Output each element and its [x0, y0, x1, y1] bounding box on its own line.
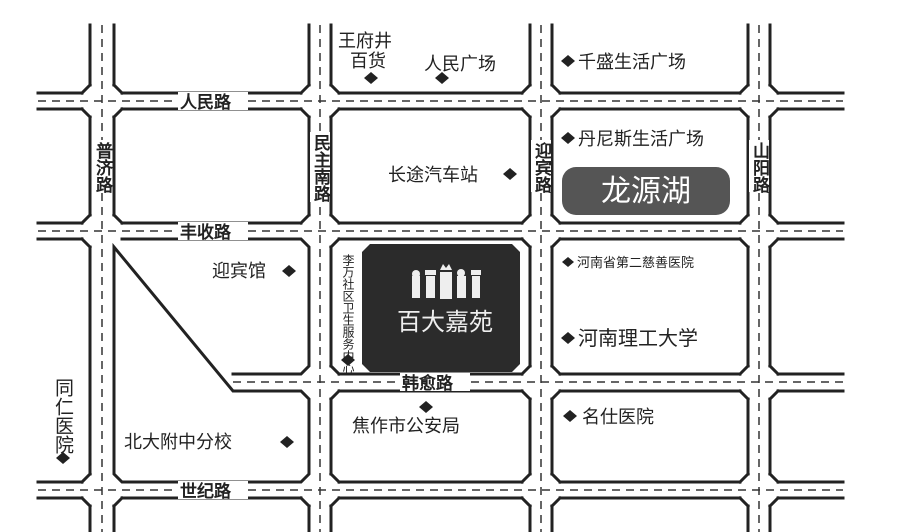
city-block — [549, 106, 751, 226]
road-label-minzhunan: 民主南路 — [310, 134, 331, 203]
road-label-hanyu: 韩愈路 — [402, 373, 454, 394]
poi-yingbin-hotel: 迎宾馆 — [212, 261, 266, 282]
diamond-marker-icon — [364, 72, 378, 84]
poi-tongren: 同仁医院 — [52, 378, 74, 454]
poi-charity-hospital: 河南省第二慈善医院 — [577, 255, 694, 271]
landmark-label: 龙源湖 — [601, 174, 691, 209]
road-label-shiji: 世纪路 — [180, 481, 232, 502]
road-label-renmin: 人民路 — [180, 92, 232, 113]
city-block — [111, 106, 312, 226]
poi-wangfujing-line2: 百货 — [350, 51, 386, 72]
poi-bus-station: 长途汽车站 — [388, 165, 478, 186]
city-block — [112, 237, 311, 484]
diamond-marker-icon — [561, 332, 575, 344]
city-block — [36, 23, 93, 96]
poi-hpu: 河南理工大学 — [578, 326, 698, 350]
diamond-marker-icon — [56, 452, 70, 464]
diamond-marker-icon — [435, 72, 449, 84]
city-block — [767, 388, 845, 485]
city-block — [111, 495, 312, 532]
diamond-marker-icon — [563, 410, 577, 422]
project-name: 百大嘉苑 — [397, 308, 493, 336]
diamond-marker-icon — [341, 354, 355, 366]
poi-wangfujing-line1: 王府井 — [338, 31, 392, 52]
poi-police: 焦作市公安局 — [352, 416, 460, 437]
road-centerlines — [38, 25, 843, 532]
road-label-puji: 普济路 — [92, 141, 113, 194]
diamond-marker-icon — [282, 265, 296, 277]
poi-mingshi: 名仕医院 — [582, 407, 654, 428]
city-block — [767, 236, 845, 377]
city-block — [767, 23, 845, 96]
poi-qiansheng: 千盛生活广场 — [578, 52, 686, 73]
poi-renmin-square: 人民广场 — [424, 54, 496, 75]
city-block — [549, 23, 751, 96]
city-block — [549, 388, 751, 485]
poi-beida-school: 北大附中分校 — [124, 432, 232, 453]
city-block — [767, 495, 845, 532]
diamond-marker-icon — [503, 168, 517, 180]
city-block — [36, 495, 93, 532]
city-block — [328, 23, 533, 96]
city-block — [328, 495, 533, 532]
city-block — [36, 106, 93, 226]
city-block — [549, 495, 751, 532]
city-block — [549, 236, 751, 377]
city-block — [111, 23, 312, 96]
city-block — [767, 106, 845, 226]
diamond-marker-icon — [561, 132, 575, 144]
diamond-marker-icon — [561, 55, 575, 67]
city-block — [36, 236, 93, 485]
poi-danisi: 丹尼斯生活广场 — [578, 129, 704, 150]
city-block — [328, 106, 533, 226]
road-label-fengshou: 丰收路 — [180, 222, 232, 243]
diamond-marker-icon — [419, 401, 433, 413]
road-label-shanyang: 山阳路 — [749, 142, 770, 194]
landmark-longyuan-lake — [562, 167, 730, 215]
poi-community-health: 李万社区卫生服务中心 — [341, 253, 355, 374]
road-label-yingbin: 迎宾路 — [531, 141, 552, 194]
diamond-marker-icon — [562, 257, 574, 267]
diamond-marker-icon — [280, 436, 294, 448]
project-logo: 百大嘉苑 — [362, 244, 520, 372]
